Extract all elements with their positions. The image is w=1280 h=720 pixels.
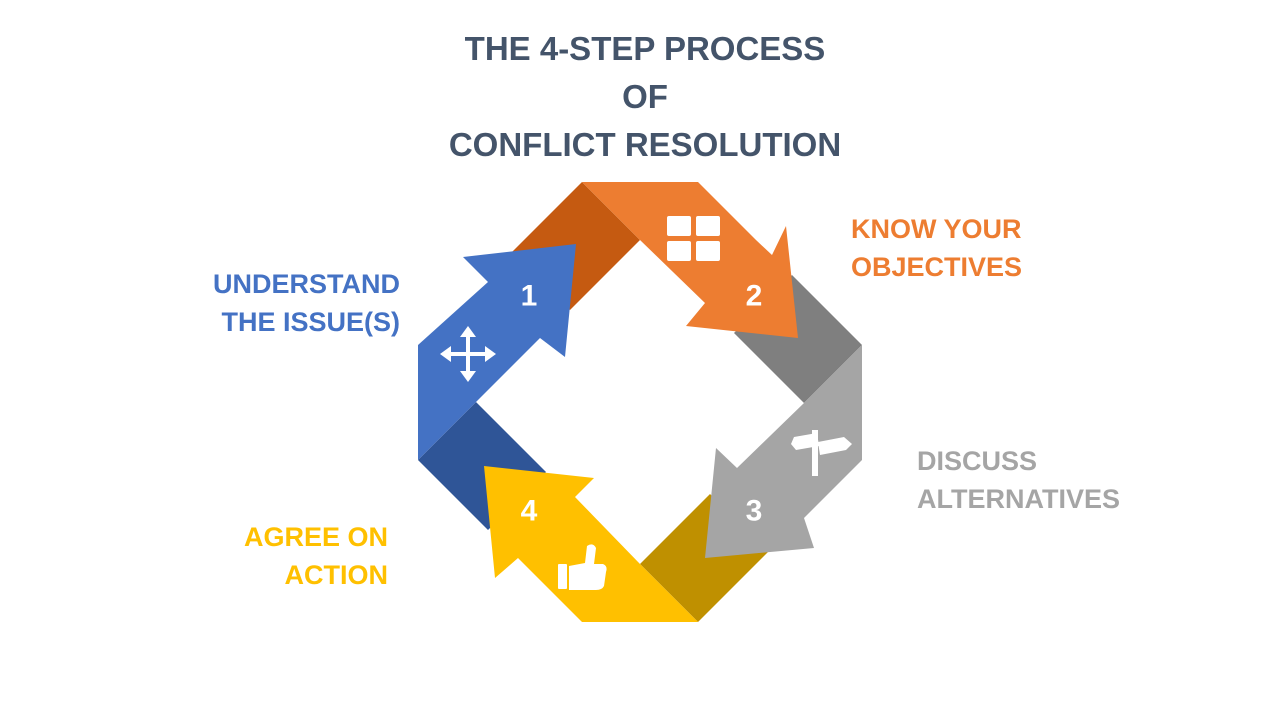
grid-icon [667, 216, 720, 261]
title-line-1: THE 4-STEP PROCESS [464, 30, 826, 67]
move-arrows-icon [440, 326, 496, 382]
step-2-label-line-1: KNOW YOUR [851, 214, 1022, 244]
title-line-3: CONFLICT RESOLUTION [448, 126, 842, 163]
step-3-arrow [705, 345, 862, 558]
step-2-label-line-2: OBJECTIVES [851, 252, 1023, 282]
step-1-number: 1 [521, 280, 538, 313]
step-1-label-line-2: THE ISSUE(S) [221, 307, 400, 337]
step-4-arrow [484, 466, 698, 622]
step-3-label: DISCUSS ALTERNATIVES [917, 442, 1120, 518]
title-line-2: OF [622, 78, 668, 115]
step-3-label-line-1: DISCUSS [917, 446, 1038, 476]
step-4-label-line-1: AGREE ON [243, 522, 388, 552]
step-4-number: 4 [521, 495, 538, 528]
step-3-number: 3 [746, 495, 763, 528]
step-1-label-line-1: UNDERSTAND [213, 269, 400, 299]
signpost-icon [791, 430, 852, 476]
step-1-label: UNDERSTAND THE ISSUE(S) [213, 265, 400, 341]
step-2-label: KNOW YOUR OBJECTIVES [851, 210, 1022, 286]
step-4-label: AGREE ON ACTION [244, 518, 388, 594]
step-3-label-line-2: ALTERNATIVES [917, 484, 1121, 514]
step-1-arrow [418, 244, 576, 460]
step-4-label-line-2: ACTION [284, 560, 389, 590]
step-2-number: 2 [746, 280, 763, 313]
thumbs-up-icon [558, 544, 607, 590]
